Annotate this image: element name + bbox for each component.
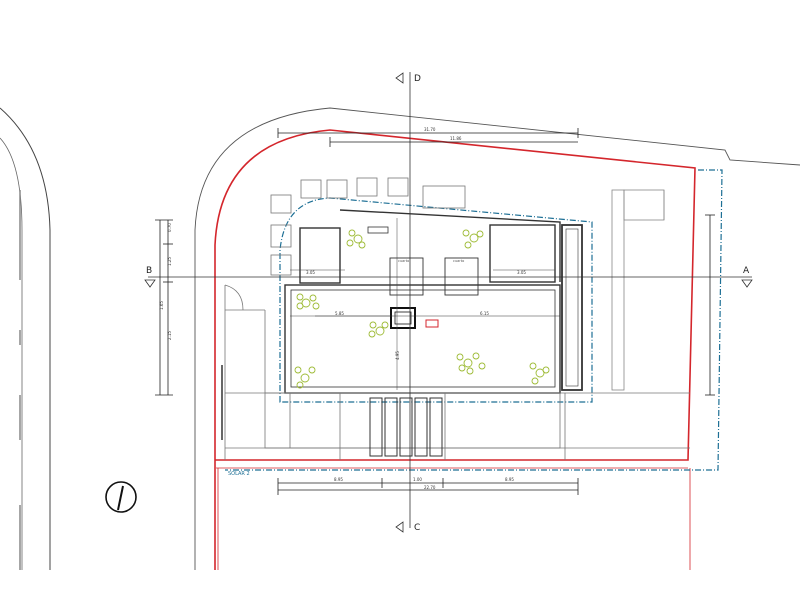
section-label-d: D — [414, 74, 421, 84]
dimension-top: 31.70 11.86 — [277, 127, 579, 147]
section-marker-right: A — [741, 266, 753, 288]
section-label-c: C — [414, 523, 420, 533]
dim-left-3: 1.65 — [159, 301, 164, 310]
left-road — [0, 107, 51, 570]
dim-inner-vertical: 4.95 — [395, 351, 400, 360]
inner-dimensions: 3.05 3.05 5.85 6.15 4.95 — [290, 218, 555, 390]
room-label-a: cuarto — [398, 259, 409, 263]
street-kerb — [194, 107, 800, 570]
building-walls — [284, 209, 583, 394]
planter-grid — [270, 177, 466, 276]
dim-inner-center-left: 5.85 — [335, 311, 344, 316]
section-marker-left: B — [144, 266, 156, 288]
dim-inner-right-bay: 3.05 — [517, 270, 526, 275]
dim-bottom-right: 8.95 — [505, 477, 514, 482]
dimension-right — [705, 214, 715, 396]
north-arrow-icon — [105, 481, 137, 513]
dimension-left: 0.70 1.25 1.65 2.15 — [155, 219, 173, 396]
dim-inner-left-bay: 3.05 — [306, 270, 315, 275]
dim-bottom-left: 8.95 — [334, 477, 343, 482]
dim-bottom-middle: 1.00 — [413, 477, 422, 482]
section-label-b: B — [146, 266, 152, 276]
property-line — [214, 129, 696, 570]
dim-inner-center-right: 6.15 — [480, 311, 489, 316]
section-marker-top: D — [395, 72, 421, 84]
section-marker-bottom: C — [395, 521, 420, 533]
dim-bottom-overall: 22.70 — [424, 485, 436, 490]
building-footprint-outline — [225, 169, 723, 471]
staircase — [369, 397, 443, 457]
dim-left-4: 2.15 — [167, 331, 172, 340]
dimension-bottom: 8.95 1.00 8.95 22.70 — [277, 477, 579, 495]
dim-left-1: 0.70 — [167, 223, 172, 232]
room-label-b: cuarto — [453, 259, 464, 263]
section-label-a: A — [743, 266, 750, 276]
plot-label: SOLAR 2 — [228, 471, 250, 477]
building-base — [221, 284, 690, 460]
right-annex — [611, 189, 665, 391]
dim-top-inner: 11.86 — [450, 136, 462, 141]
vegetation — [294, 229, 550, 389]
dim-left-2: 1.25 — [167, 257, 172, 266]
dim-top-overall: 31.70 — [424, 127, 436, 132]
